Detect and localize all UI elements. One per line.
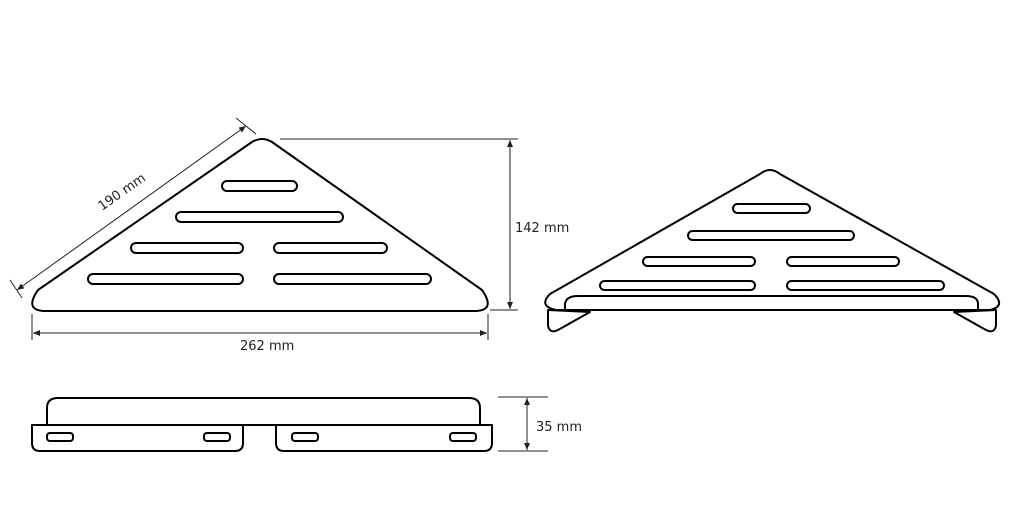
perspective-view xyxy=(544,169,1001,333)
dimension-width: 262 mm xyxy=(31,314,489,354)
dimension-label-width: 262 mm xyxy=(240,339,294,354)
dimension-depth: 35 mm xyxy=(498,396,582,452)
top-view: 190 mm 142 mm 262 mm xyxy=(9,117,569,354)
dimension-label-height: 142 mm xyxy=(515,221,569,236)
dimension-label-diagonal: 190 mm xyxy=(96,171,149,214)
shelf-outline xyxy=(31,138,489,312)
dimension-label-depth: 35 mm xyxy=(536,420,582,435)
dimension-height: 142 mm xyxy=(280,138,569,311)
side-view: 35 mm xyxy=(31,396,582,452)
